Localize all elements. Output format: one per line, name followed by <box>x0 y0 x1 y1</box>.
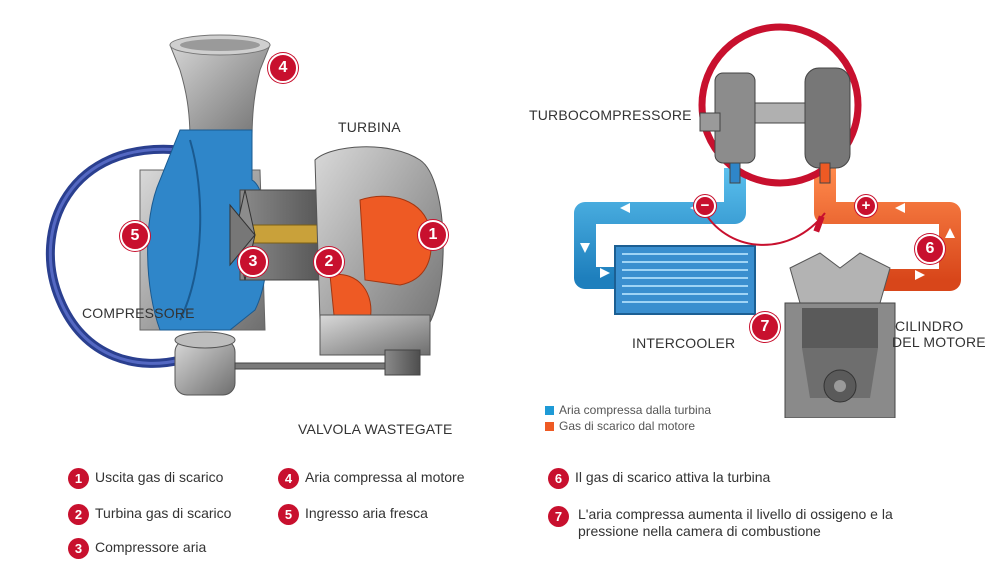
badge-7-compressed-air-oxygen: 7 <box>750 312 780 342</box>
legend-badge: 4 <box>278 468 299 489</box>
badge-4-compressed-air-to-engine: 4 <box>268 53 298 83</box>
turbocharger-label: TURBOCOMPRESSORE <box>529 107 692 123</box>
legend-item-3: 3 Compressore aria <box>68 538 206 559</box>
legend-text: Il gas di scarico attiva la turbina <box>575 469 771 486</box>
legend-item-2: 2 Turbina gas di scarico <box>68 504 231 525</box>
legend-badge: 2 <box>68 504 89 525</box>
engine-cylinder-label-line1: CILINDRO <box>895 318 964 334</box>
legend-text: Aria compressa al motore <box>305 469 465 486</box>
plus-indicator: + <box>855 195 877 217</box>
exhaust-pipe <box>814 168 961 291</box>
intercooler-label: INTERCOOLER <box>632 335 736 351</box>
compressed-air-pipe <box>574 168 746 289</box>
legend-badge: 3 <box>68 538 89 559</box>
legend-badge: 7 <box>548 506 569 527</box>
legend-badge: 1 <box>68 468 89 489</box>
badge-6-exhaust-drives-turbine: 6 <box>915 234 945 264</box>
legend-badge: 5 <box>278 504 299 525</box>
badge-3-air-compressor: 3 <box>238 247 268 277</box>
legend-item-1: 1 Uscita gas di scarico <box>68 468 223 489</box>
wastegate-actuator <box>174 331 421 396</box>
legend-item-6: 6 Il gas di scarico attiva la turbina <box>548 468 770 489</box>
intercooler-unit <box>614 245 756 315</box>
minus-indicator: − <box>694 195 716 217</box>
key-exhaust-gas-text: Gas di scarico dal motore <box>559 419 696 433</box>
legend-item-4: 4 Aria compressa al motore <box>278 468 465 489</box>
turbo-system-diagram <box>574 23 961 418</box>
compressor-label: COMPRESSORE <box>82 305 195 321</box>
legend-text: L'aria compressa aumenta il livello di o… <box>578 506 893 539</box>
badge-1-exhaust-outlet: 1 <box>418 220 448 250</box>
engine-cylinder-label-line2: DEL MOTORE <box>892 334 986 350</box>
key-compressed-air: Aria compressa dalla turbina <box>545 403 711 417</box>
legend-item-7: 7 L'aria compressa aumenta il livello di … <box>548 506 918 540</box>
legend-badge: 6 <box>548 468 569 489</box>
legend-text: Turbina gas di scarico <box>95 505 232 522</box>
turbocharger-cutaway-illustration <box>45 34 444 396</box>
turbine-label: TURBINA <box>338 119 401 135</box>
turbocharger-mini <box>699 67 851 184</box>
badge-2-exhaust-turbine: 2 <box>314 247 344 277</box>
wastegate-valve-label: VALVOLA WASTEGATE <box>298 421 453 437</box>
key-exhaust-gas-swatch <box>545 422 554 432</box>
key-exhaust-gas: Gas di scarico dal motore <box>545 419 695 433</box>
key-compressed-air-text: Aria compressa dalla turbina <box>559 403 712 417</box>
legend-text: Compressore aria <box>95 539 207 556</box>
legend-item-5: 5 Ingresso aria fresca <box>278 504 428 525</box>
legend-text: Uscita gas di scarico <box>95 469 224 486</box>
engine-cylinder <box>784 252 896 418</box>
badge-5-fresh-air-intake: 5 <box>120 221 150 251</box>
key-compressed-air-swatch <box>545 406 554 416</box>
legend-text: Ingresso aria fresca <box>305 505 428 522</box>
